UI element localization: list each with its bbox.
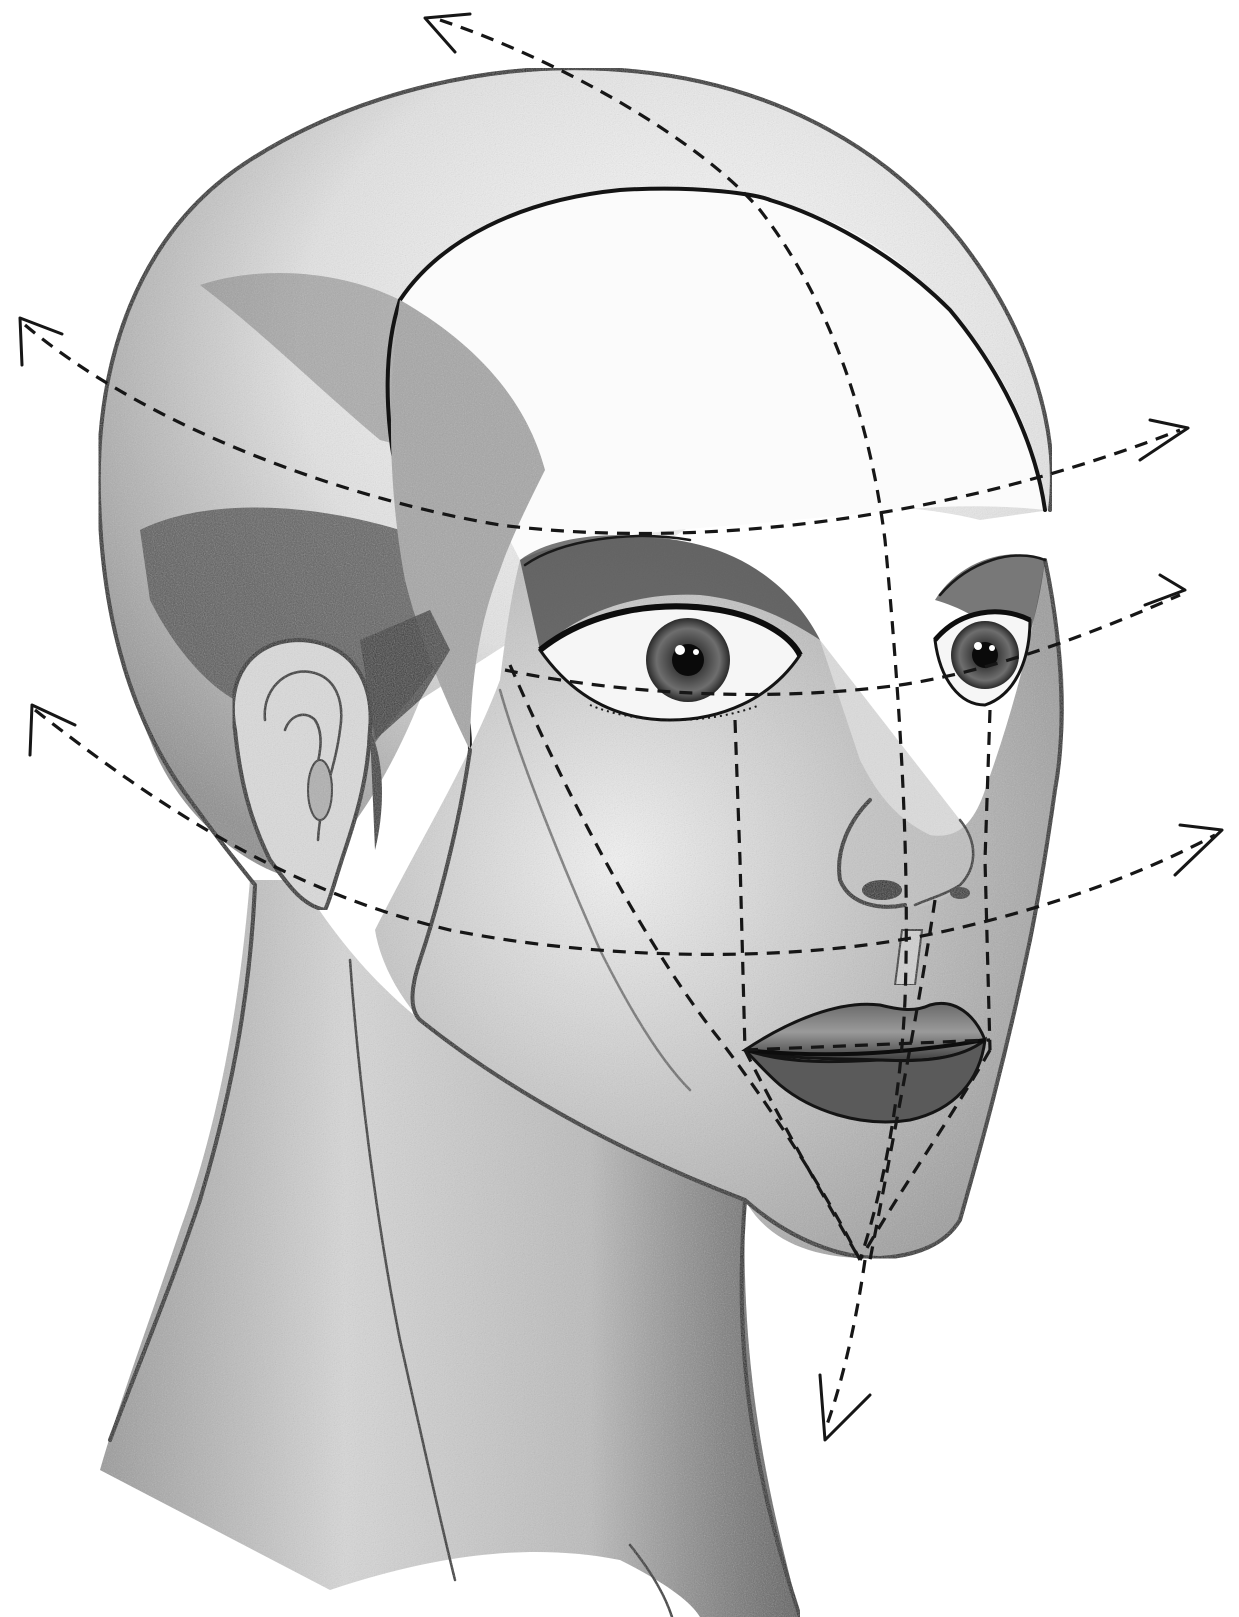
arrow-mid-right: [1145, 575, 1185, 605]
arrow-upper-right: [1140, 420, 1188, 460]
arrow-bottom: [820, 1375, 870, 1440]
arrow-top-left: [425, 14, 470, 52]
